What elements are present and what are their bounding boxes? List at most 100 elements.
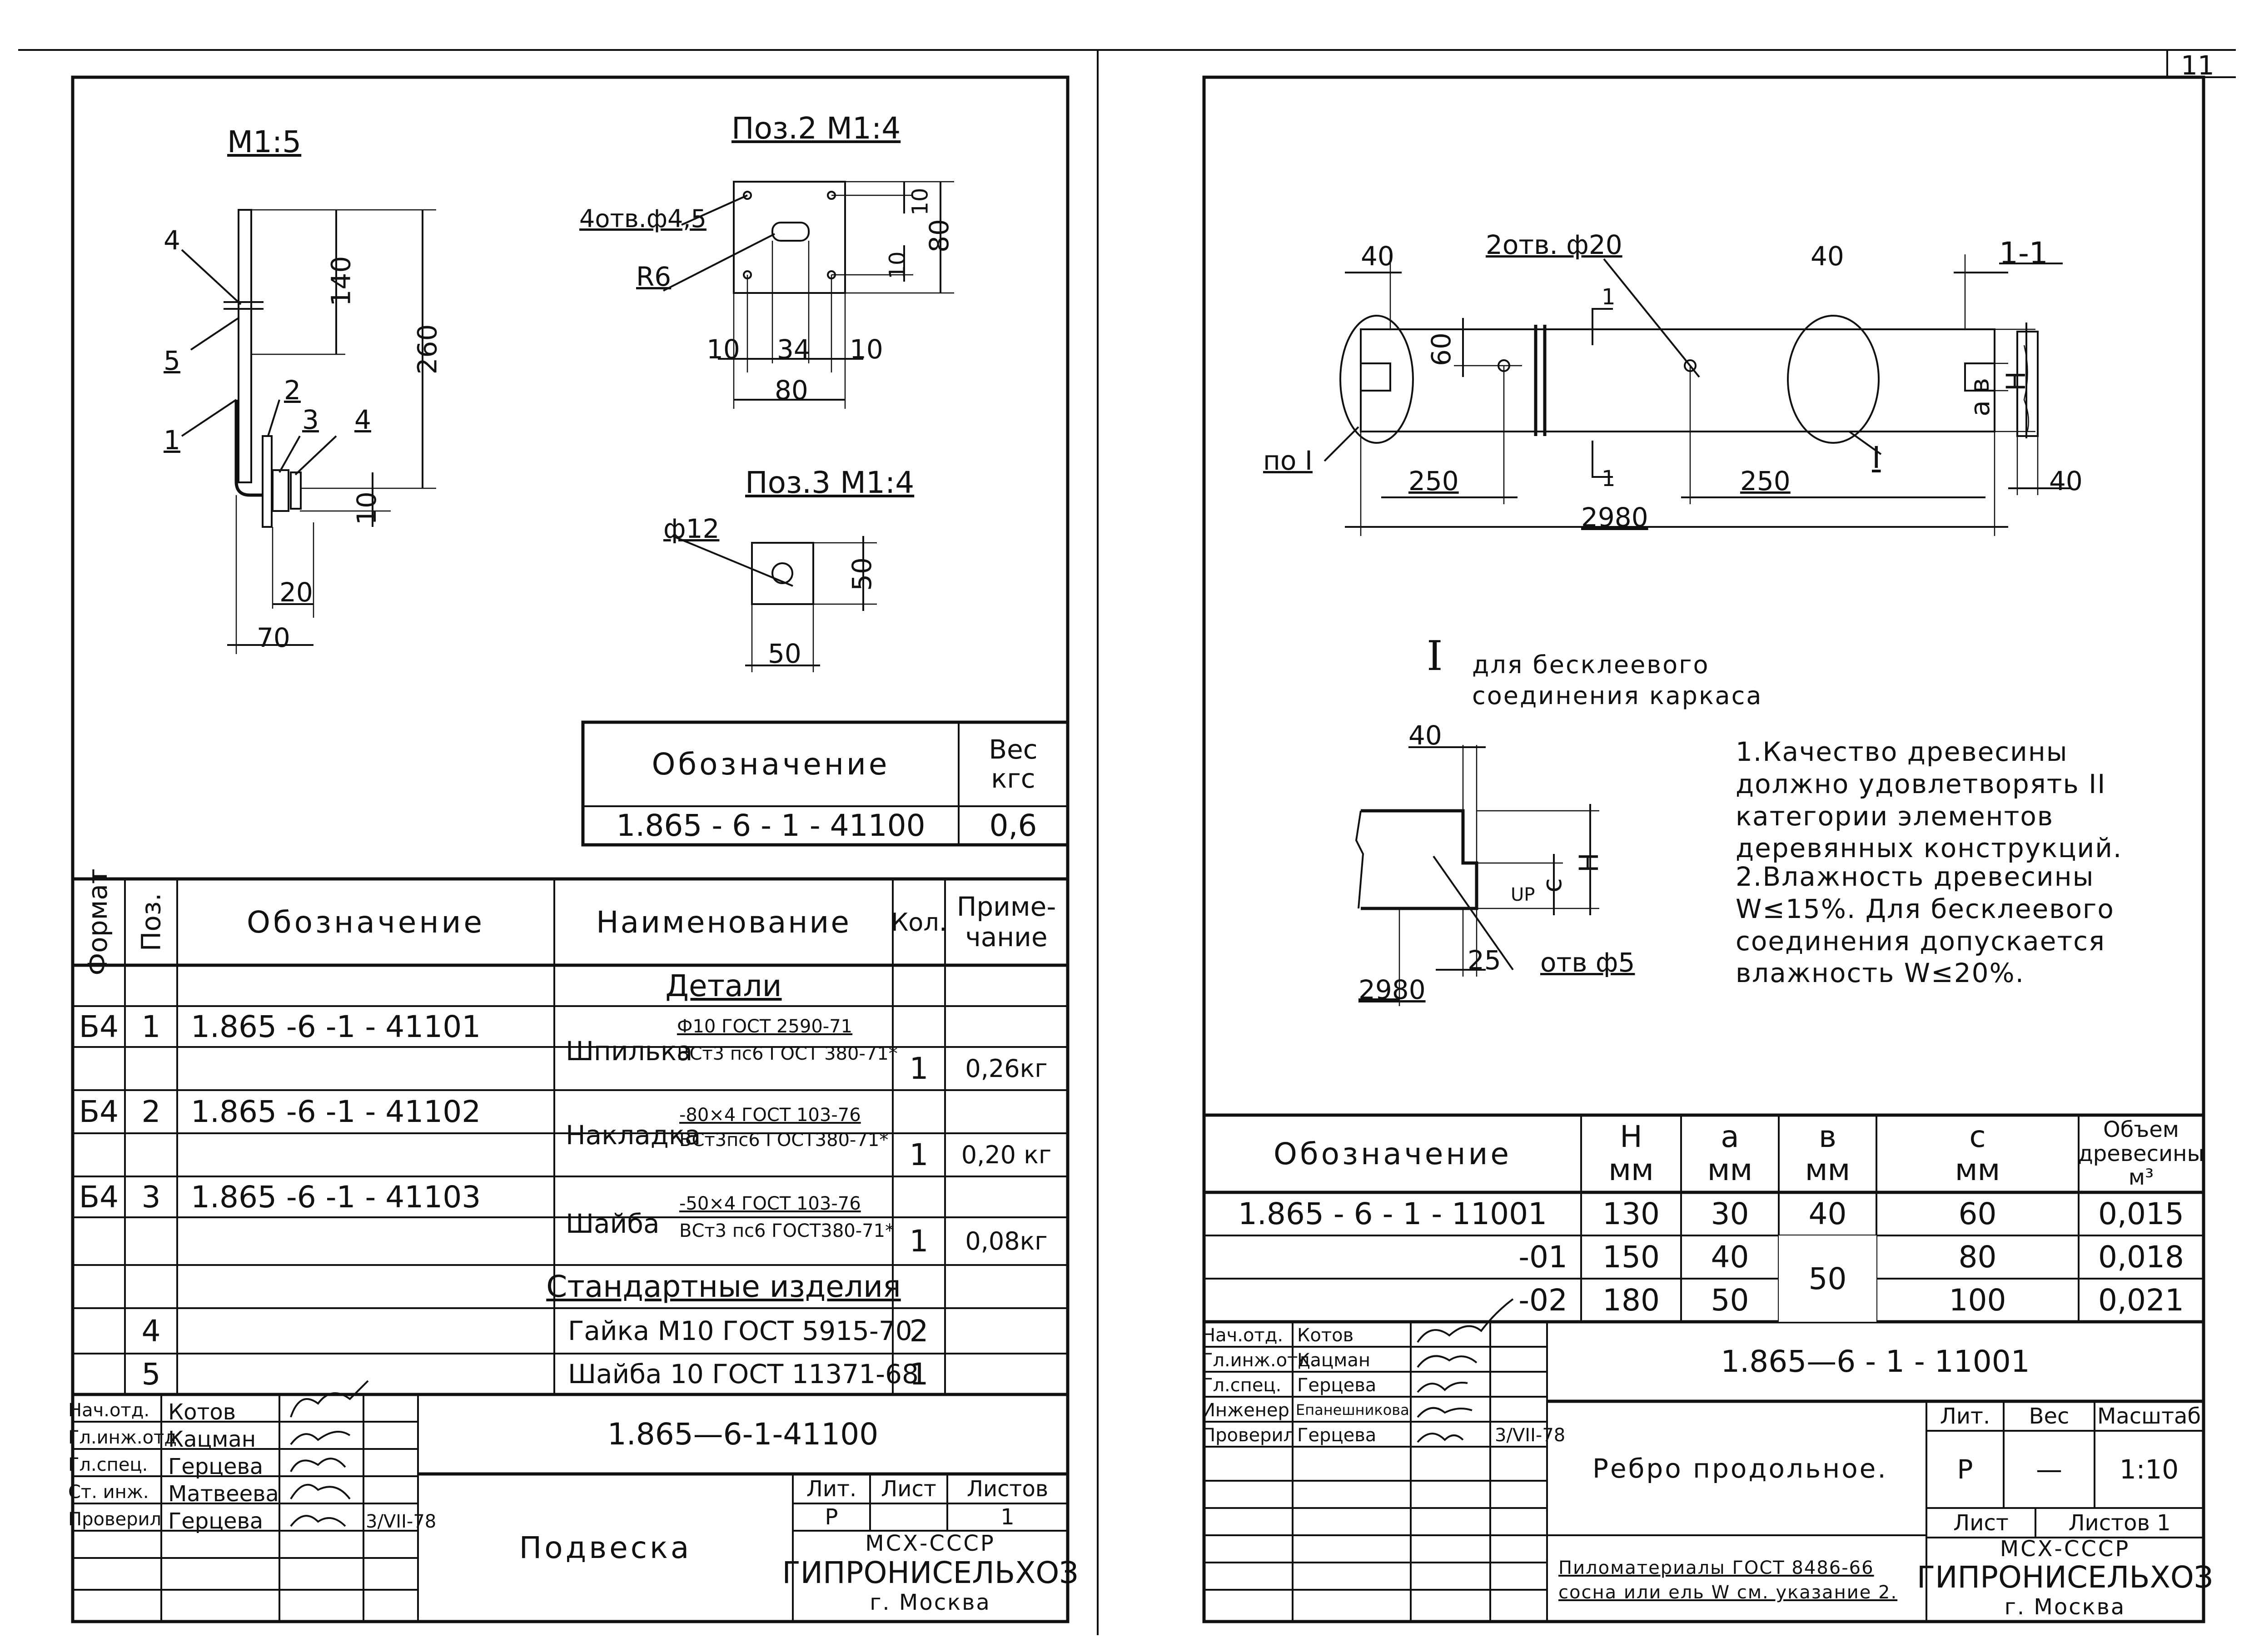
vol-header-designation: Обозначение (1274, 1136, 1512, 1171)
section-1-1-mark: 1-1 (1999, 236, 2048, 271)
pos2-bottom-34: 34 (777, 334, 811, 365)
pos3-hole-label: ф12 (663, 513, 720, 544)
stamp-right-date: 3/VII-78 (1495, 1425, 1566, 1446)
vol-row2-a: 40 (1711, 1240, 1749, 1275)
weight-box-lines (581, 720, 1070, 847)
vol-row1-a: 30 (1711, 1196, 1749, 1231)
stamp-right-name-2: Кацман (1297, 1350, 1370, 1371)
stamp-right-scale: 1:10 (2119, 1454, 2179, 1485)
weight-box-designation: 1.865 - 6 - 1 - 41100 (616, 808, 925, 843)
vol-row3-volume: 0,021 (2098, 1283, 2184, 1318)
node-reference: по I (1263, 445, 1313, 476)
pos-label-4b: 4 (354, 404, 371, 435)
spec-row2-format: Б4 (79, 1094, 119, 1129)
stamp-right-org1: МСХ-СССР (2000, 1536, 2130, 1562)
dim-20: 20 (279, 577, 313, 608)
spec-row2-note: 0,20 кг (961, 1141, 1052, 1169)
pos2-holes-label: 4отв.ф4,5 (579, 204, 707, 233)
spec-row5-pos: 5 (141, 1356, 161, 1392)
sheet-number: 11 (2181, 50, 2214, 81)
vol-header-volume: Объем древесины м³ (2078, 1116, 2204, 1191)
weight-box-weight-header: Вес кгс (989, 734, 1038, 794)
vol-header-c: с мм (1955, 1119, 2000, 1187)
node-mark: I (1872, 440, 1881, 475)
spec-row3-spec2: ВСт3 пс6 ГОСТ380-71* (679, 1220, 895, 1241)
stamp-right-role-4: Инженер (1202, 1400, 1289, 1421)
spec-row5-qty: 1 (909, 1356, 929, 1392)
rib-holes-label: 2отв. ф20 (1486, 229, 1622, 260)
stamp-right-scale-header: Масштаб (2097, 1403, 2201, 1429)
weight-box-weight: 0,6 (989, 808, 1037, 843)
stamp-left-lit-header: Лит. (806, 1476, 857, 1502)
cut-label-bottom: 1 (1602, 466, 1616, 491)
stamp-left-lit: Р (825, 1504, 838, 1530)
pos2-radius-label: R6 (636, 261, 672, 292)
stamp-right-weight-header: Вес (2029, 1403, 2070, 1429)
vol-header-b: в мм (1805, 1119, 1851, 1187)
pos2-plate-view (663, 181, 954, 409)
pos3-washer-view (672, 535, 877, 672)
node-dim-25: 25 (1468, 945, 1501, 976)
section-1-1-view (1999, 263, 2072, 495)
spec-header-note: Приме- чание (956, 891, 1056, 953)
spec-row2-spec1: -80×4 ГОСТ 103-76 (679, 1105, 861, 1126)
pos-label-3: 3 (302, 404, 319, 435)
vol-row1-designation: 1.865 - 6 - 1 - 11001 (1238, 1196, 1547, 1231)
stamp-right-material: Пиломатериалы ГОСТ 8486-66 сосна или ель… (1558, 1558, 1898, 1603)
rib-dim-2980: 2980 (1581, 502, 1648, 533)
section-1-1-width: 40 (2049, 466, 2083, 496)
spec-header-qty: Кол. (891, 908, 947, 937)
spec-row1-qty: 1 (909, 1051, 929, 1086)
stamp-left-title: Подвеска (519, 1530, 692, 1565)
stamp-left-role-3: Гл.спец. (68, 1454, 148, 1475)
vol-row1-volume: 0,015 (2098, 1196, 2184, 1231)
stamp-left-code: 1.865—6-1-41100 (607, 1417, 879, 1452)
stamp-right-title: Ребро продольное. (1592, 1453, 1888, 1484)
stamp-right-name-1: Котов (1297, 1325, 1354, 1346)
stamp-right-name-5: Герцева (1297, 1425, 1377, 1446)
vol-header-H: Н мм (1608, 1119, 1654, 1187)
note-1: 1.Качество древесины должно удовлетворят… (1736, 736, 2123, 864)
stamp-right-code: 1.865—6 - 1 - 11001 (1721, 1344, 2030, 1379)
dim-70: 70 (257, 622, 290, 653)
rib-main-view (1324, 254, 2035, 536)
spec-header-name: Наименование (596, 904, 851, 940)
vol-row3-a: 50 (1711, 1283, 1749, 1318)
node-hole-label: отв ф5 (1540, 947, 1635, 978)
right-title-block-lines (1204, 1322, 2204, 1622)
vol-row3-H: 180 (1602, 1283, 1660, 1318)
spec-section-details: Детали (665, 968, 782, 1003)
stamp-right-org2: ГИПРОНИСЕЛЬХОЗ (1916, 1560, 2214, 1595)
spec-row2-name: Накладка (566, 1120, 701, 1151)
spec-row4-name: Гайка М10 ГОСТ 5915-70 (568, 1315, 912, 1346)
spec-row2-qty: 1 (909, 1137, 929, 1172)
pos2-title: Поз.2 М1:4 (731, 111, 901, 146)
stamp-right-lit-header: Лит. (1940, 1403, 1990, 1429)
spec-row3-spec1: -50×4 ГОСТ 103-76 (679, 1193, 861, 1214)
note-2: 2.Влажность древесины W≤15%. Для бесклее… (1736, 861, 2115, 989)
stamp-right-role-1: Нач.отд. (1202, 1325, 1284, 1346)
vol-row3-c: 100 (1949, 1283, 2006, 1318)
node-dim-40: 40 (1408, 720, 1442, 751)
spec-row2-designation: 1.865 -6 -1 - 41102 (191, 1094, 481, 1129)
main-scale-label: М1:5 (227, 124, 302, 159)
node-title-roman: I (1427, 632, 1443, 680)
vol-row2-H: 150 (1602, 1240, 1660, 1275)
spec-row1-note: 0,26кг (965, 1054, 1048, 1083)
stamp-right-name-4: Епанешникова (1296, 1401, 1409, 1419)
stamp-right-org3: г. Москва (2004, 1594, 2126, 1620)
vol-row1-c: 60 (1958, 1196, 1997, 1231)
rib-dim-250-left: 250 (1408, 466, 1459, 496)
stamp-left-sheets-header: Листов (966, 1476, 1049, 1502)
spec-row3-format: Б4 (79, 1179, 119, 1215)
spec-row5-name: Шайба 10 ГОСТ 11371-68 (568, 1359, 919, 1389)
pos-label-5: 5 (164, 345, 180, 376)
left-title-block-lines (73, 1394, 1068, 1622)
stamp-left-role-1: Нач.отд. (68, 1400, 150, 1421)
rib-dim-250-right: 250 (1740, 466, 1791, 496)
rib-dim-40-right: 40 (1811, 241, 1844, 272)
spec-row2-pos: 2 (141, 1094, 161, 1129)
spec-row3-name: Шайба (566, 1208, 660, 1239)
